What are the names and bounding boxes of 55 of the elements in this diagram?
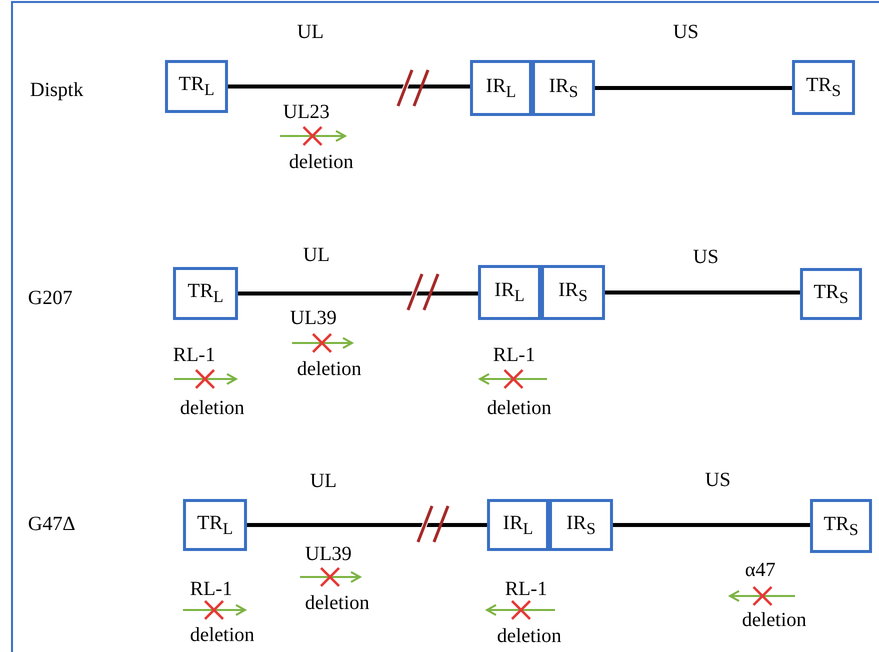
gene-label: α47 — [745, 558, 776, 582]
box-label: IR$_{L}$ — [486, 74, 516, 102]
gene-label: UL23 — [283, 100, 330, 124]
region-box — [470, 60, 532, 116]
genome-line — [247, 523, 487, 527]
gene-label: UL39 — [290, 306, 337, 330]
region-box — [541, 265, 605, 320]
deletion-label: deletion — [289, 150, 354, 174]
region-label: US — [705, 468, 731, 492]
region-label: UL — [303, 243, 330, 267]
region-box — [487, 499, 549, 551]
strain-label: Disptk — [30, 78, 84, 102]
region-label: US — [693, 245, 719, 269]
deletion-label: deletion — [487, 396, 552, 420]
box-label: TR$_{L}$ — [197, 512, 233, 538]
genome-line — [238, 292, 478, 296]
region-box — [800, 268, 862, 320]
deletion-label: deletion — [180, 396, 244, 420]
box-label: IR$_{L}$ — [502, 512, 534, 538]
region-label: UL — [310, 469, 337, 493]
deletion-label: deletion — [190, 623, 254, 647]
deletion-label: deletion — [742, 608, 806, 632]
deletion-label: deletion — [305, 591, 370, 615]
region-box — [173, 267, 238, 320]
region-label: UL — [297, 20, 324, 44]
gene-label: RL-1 — [505, 577, 548, 601]
gene-label: RL-1 — [493, 343, 536, 367]
gene-label: RL-1 — [173, 343, 216, 367]
box-label: IR$_{S}$ — [548, 74, 578, 102]
box-label: TR$_{S}$ — [814, 280, 848, 308]
region-box — [810, 499, 872, 553]
genome-line — [595, 86, 792, 90]
box-label: IR$_{L}$ — [494, 279, 525, 306]
box-label: TR$_{S}$ — [824, 512, 858, 540]
box-label: TR$_{S}$ — [806, 74, 841, 101]
region-box — [532, 60, 595, 116]
box-label: IR$_{S}$ — [566, 512, 596, 538]
gene-label: RL-1 — [190, 577, 232, 601]
region-box — [549, 499, 613, 551]
region-box — [792, 60, 855, 115]
region-label: US — [673, 20, 699, 44]
box-label: TR$_{L}$ — [188, 280, 224, 307]
gene-label: UL39 — [305, 542, 352, 566]
region-box — [165, 60, 228, 113]
box-label: TR$_{L}$ — [178, 73, 214, 100]
genome-line — [605, 290, 800, 294]
region-box — [478, 265, 541, 320]
strain-label: G47Δ — [28, 512, 76, 536]
box-label: IR$_{S}$ — [558, 279, 588, 306]
deletion-label: deletion — [297, 357, 362, 381]
deletion-label: deletion — [497, 624, 562, 648]
strain-label: G207 — [28, 286, 72, 310]
region-box — [183, 499, 247, 551]
genome-line — [228, 84, 470, 88]
genome-line — [613, 523, 810, 527]
